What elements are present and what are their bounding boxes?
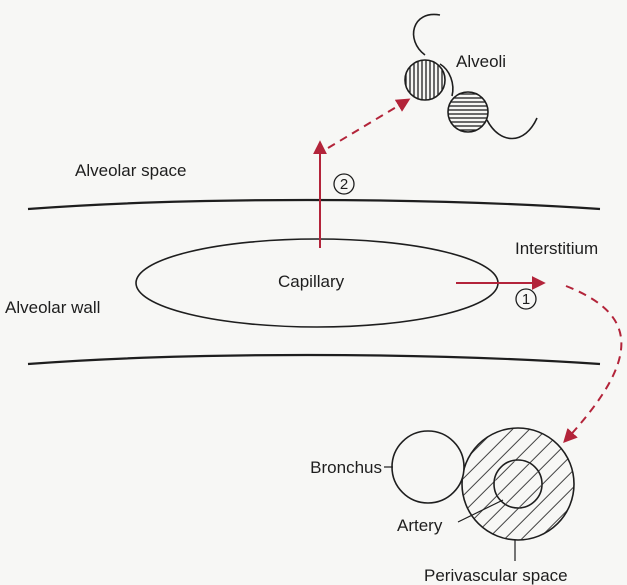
pathway-2-dashed-arrow xyxy=(328,100,408,148)
perivascular-space-label: Perivascular space xyxy=(424,566,568,585)
bronchus-label: Bronchus xyxy=(310,458,382,477)
interstitium-label: Interstitium xyxy=(515,239,598,258)
alveolar-wall-bottom-line xyxy=(28,355,600,364)
alveolar-space-label: Alveolar space xyxy=(75,161,187,180)
alveolar-wall-top-line xyxy=(28,200,600,209)
alveolus-hatched-right xyxy=(448,92,488,132)
pathway-2-number: 2 xyxy=(340,176,348,193)
pathway-2-marker: 2 xyxy=(334,174,354,194)
bronchovascular-bundle: Bronchus Artery Perivascular space xyxy=(310,428,574,585)
alveolar-wall-label: Alveolar wall xyxy=(5,298,100,317)
artery-label: Artery xyxy=(397,516,443,535)
alveolus-hatched-left xyxy=(405,60,445,100)
alveolus-top-outline xyxy=(414,14,440,55)
capillary-label: Capillary xyxy=(278,272,345,291)
alveolus-right-outline xyxy=(487,118,537,139)
alveoli-label: Alveoli xyxy=(456,52,506,71)
pathway-1-marker: 1 xyxy=(516,289,536,309)
alveoli-cluster: Alveoli xyxy=(405,14,537,138)
bronchus-circle xyxy=(392,431,464,503)
pathway-1-number: 1 xyxy=(522,291,530,308)
